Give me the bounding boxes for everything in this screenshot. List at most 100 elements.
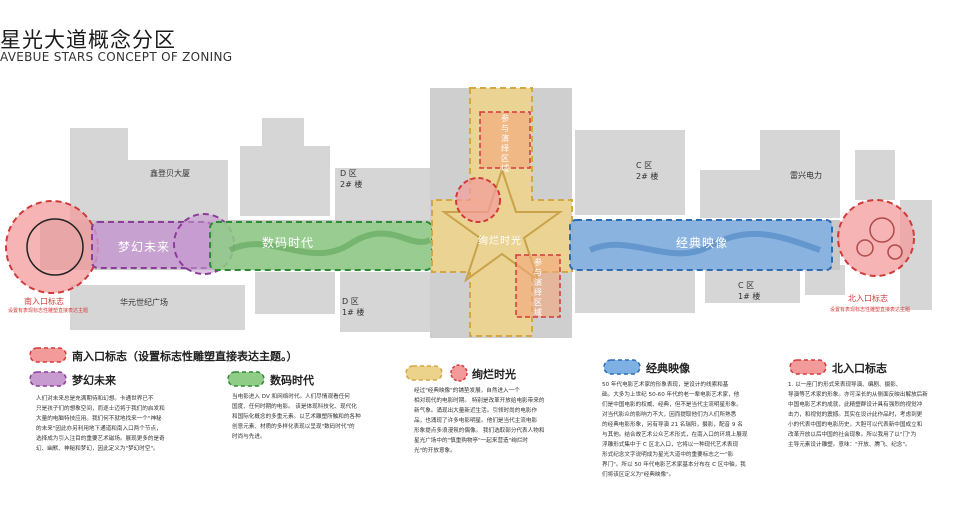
building — [335, 168, 430, 223]
north-entrance-sublabel: 设置有表现标志性雕塑直接表达主题 — [830, 307, 911, 313]
desc-line: 中国电影艺术的成就，此精塑群设计具有强烈的视觉冲 — [788, 402, 923, 408]
desc-line: 当电影进入 DV 和网络时代。人们尽情观看任何 — [232, 394, 350, 400]
classic-wave — [588, 230, 821, 257]
label-c-zone-bottom-bld: 1# 楼 — [738, 292, 761, 301]
desc-line: 形象提点多浪漫氛的偶像。 我们选取部分代表人物和 — [414, 428, 545, 434]
building — [70, 285, 245, 330]
legend-swatch-dream — [29, 371, 67, 387]
north-ring — [887, 244, 903, 260]
label-d-zone-bottom-bld: 1# 楼 — [342, 308, 365, 317]
participation-box-top — [479, 111, 531, 169]
zone-label-digital: 数码时代 — [262, 236, 315, 250]
desc-line: 光"的开放意象。 — [414, 448, 456, 454]
desc-line: 新气象。涌现出大量新近生活。引领时尚的电影作 — [414, 408, 538, 414]
desc-digital: 当电影进入 DV 和网络时代。人们尽情观看任何 国度、任何时期的电影。 该是体现… — [232, 392, 407, 442]
south-entrance-zone — [5, 200, 99, 294]
desc-line: 选择成为引入注目的重要艺术磁场。展现更多的是奇 — [36, 436, 165, 442]
desc-classic: 50 年代电影艺术家的形象表现，是设计的线索和基 础。大多为上世纪 50-60 … — [602, 380, 782, 480]
desc-brilliant: 经过"经典映像"的铺垫发展，自然进入一个 相对现代的电影时期。 特别是改革开放给… — [414, 386, 599, 456]
zone-label-brilliant: 绚烂时光 — [478, 236, 522, 247]
desc-line: 和国际化概念的多重元素。以艺术雕塑所触和的各种 — [232, 414, 361, 420]
desc-line: 人们对未来总是充满期待和幻想。卡通世界已不 — [36, 396, 154, 402]
page-subtitle: AVEBUE STARS CONCEPT OF ZONING — [0, 50, 233, 64]
desc-line: 的未来"因此亦另利用地下通道和南入口两个节点， — [36, 426, 162, 432]
building — [575, 268, 695, 313]
participation-label-top: 参与演绎区域 — [501, 114, 509, 173]
desc-dream: 人们对未来总是充满期待和幻想。卡通世界已不 只是孩子们的想象空间，而逐士迈将于我… — [36, 394, 226, 454]
desc-line: 国度、任何时期的电影。 该是体现科技化、现代化 — [232, 404, 357, 410]
desc-line: 50 年代电影艺术家的形象表现，是设计的线索和基 — [602, 382, 729, 388]
legend-label-south: 南入口标志（设置标志性雕塑直接表达主题。） — [72, 350, 298, 363]
label-leixing: 雷兴电力 — [790, 171, 822, 180]
building — [255, 272, 335, 314]
south-entrance-sublabel: 设置有表现标志性雕塑直接表达主题 — [8, 308, 89, 314]
desc-line: 大量的电脑特技应用。我们何不就地找来一个"神秘 — [36, 416, 162, 422]
building — [700, 170, 840, 218]
desc-line: 础。大多为上世纪 50-60 年代的老一辈电影艺术家，他 — [602, 392, 740, 398]
desc-line: 经过"经典映像"的铺垫发展，自然进入一个 — [414, 388, 520, 394]
legend-swatch-classic — [603, 359, 641, 375]
label-sanxing: 鑫登贝大厦 — [150, 169, 190, 178]
building — [705, 265, 800, 303]
participation-label-bottom: 参与演绎区域 — [534, 258, 542, 317]
label-c-zone-bottom: C 区 — [738, 281, 755, 290]
desc-line: 创意元素、材质的多样化表现以呈现"数码时代"的 — [232, 424, 355, 430]
desc-line: 主导元素设计雕塑。意味："开放、腾飞、纪念"。 — [788, 442, 911, 448]
desc-line: 击力，和视觉的震撼。其实在设计此作品时，考虑到更 — [788, 412, 923, 418]
desc-line: 形式纪念文字说明成为星光大道中的重要标志之一"影 — [602, 452, 734, 458]
legend-swatch-digital — [227, 371, 265, 387]
south-entrance-ring — [26, 218, 84, 276]
legend-swatch-south — [29, 347, 67, 363]
desc-line: 时尚与先进。 — [232, 434, 266, 440]
desc-line: 导演等艺术家的形象。亦可深长的从侧面反映出解放后新 — [788, 392, 928, 398]
south-entrance-label: 南入口标志 — [24, 297, 64, 306]
brilliant-circle — [455, 177, 501, 223]
zone-label-classic: 经典映像 — [676, 236, 729, 250]
desc-line: 星光广场中的"慎重购物亭"一起来营造"绚烂时 — [414, 438, 529, 444]
label-d-zone-top-bld: 2# 楼 — [340, 180, 363, 189]
building — [575, 130, 685, 215]
brilliant-zone — [431, 87, 573, 337]
desc-line: 1. 以一座门的形式来表现导演、编剧、摄影、 — [788, 382, 902, 388]
building — [262, 118, 304, 150]
legend-label-north: 北入口标志 — [832, 362, 887, 375]
north-ring — [856, 239, 874, 257]
north-entrance-label: 北入口标志 — [848, 294, 888, 303]
label-d-zone-bottom: D 区 — [342, 297, 359, 306]
desc-line: 改革开放以后中国的社会现象。所以我用了以"门"为 — [788, 432, 917, 438]
digital-wave — [228, 230, 432, 257]
page-title: 星光大道概念分区 — [0, 28, 176, 52]
desc-line: 品，也涌现了许多电影明星。他们是当代主流电影 — [414, 418, 538, 424]
building-blocks — [70, 118, 932, 332]
building — [340, 272, 430, 332]
desc-line: 们将该区定义为"经典映像"。 — [602, 472, 675, 478]
zone-label-dream: 梦幻未来 — [118, 240, 171, 254]
desc-line: 们是中国电影的权威、经典，但不是当代主流明星形象。 — [602, 402, 742, 408]
label-c-zone-top-bld: 2# 楼 — [636, 172, 659, 181]
legend-dot-brilliant — [450, 364, 468, 382]
desc-line: 只是孩子们的想象空间，而逐士迈将于我们的启发和 — [36, 406, 165, 412]
building — [760, 130, 840, 175]
legend-swatch-north — [789, 359, 827, 375]
legend-label-digital: 数码时代 — [270, 374, 314, 387]
desc-line: 与其他。结合故艺术公众艺术形式，在南入口的环境上展现 — [602, 432, 748, 438]
legend-label-dream: 梦幻未来 — [72, 374, 116, 387]
building — [855, 150, 895, 200]
desc-line: 的经典电影形象，另有导演 21 名瑞阳，摄影，配音 9 名 — [602, 422, 743, 428]
building — [240, 146, 330, 216]
label-c-zone-top: C 区 — [636, 161, 653, 170]
desc-line: 幻、幽默、神秘和梦幻，因此定义为"梦幻时空"。 — [36, 446, 159, 452]
desc-line: 对当代影众的影响力不大，因而提取他们为人们所熟悉 — [602, 412, 737, 418]
desc-line: 浮雕形式集中于 C 区北入口，它将以一种现代艺术表现 — [602, 442, 739, 448]
label-d-zone-top: D 区 — [340, 169, 357, 178]
desc-line: 相对现代的电影时期。 特别是改革开放给电影带来的 — [414, 398, 545, 404]
legend-swatch-brilliant — [405, 365, 443, 381]
legend-label-brilliant: 绚烂时光 — [472, 368, 516, 381]
north-entrance-zone — [837, 199, 915, 277]
north-ring — [869, 217, 895, 243]
participation-box-bottom — [515, 254, 561, 318]
legend-label-classic: 经典映像 — [646, 362, 690, 375]
desc-line: 界门"。所以 50 年代电影艺术家基本分布在 C 区中轴，我 — [602, 462, 746, 468]
desc-line: 小的代表中国的电影历史，大胆可以代表新中国成立和 — [788, 422, 923, 428]
